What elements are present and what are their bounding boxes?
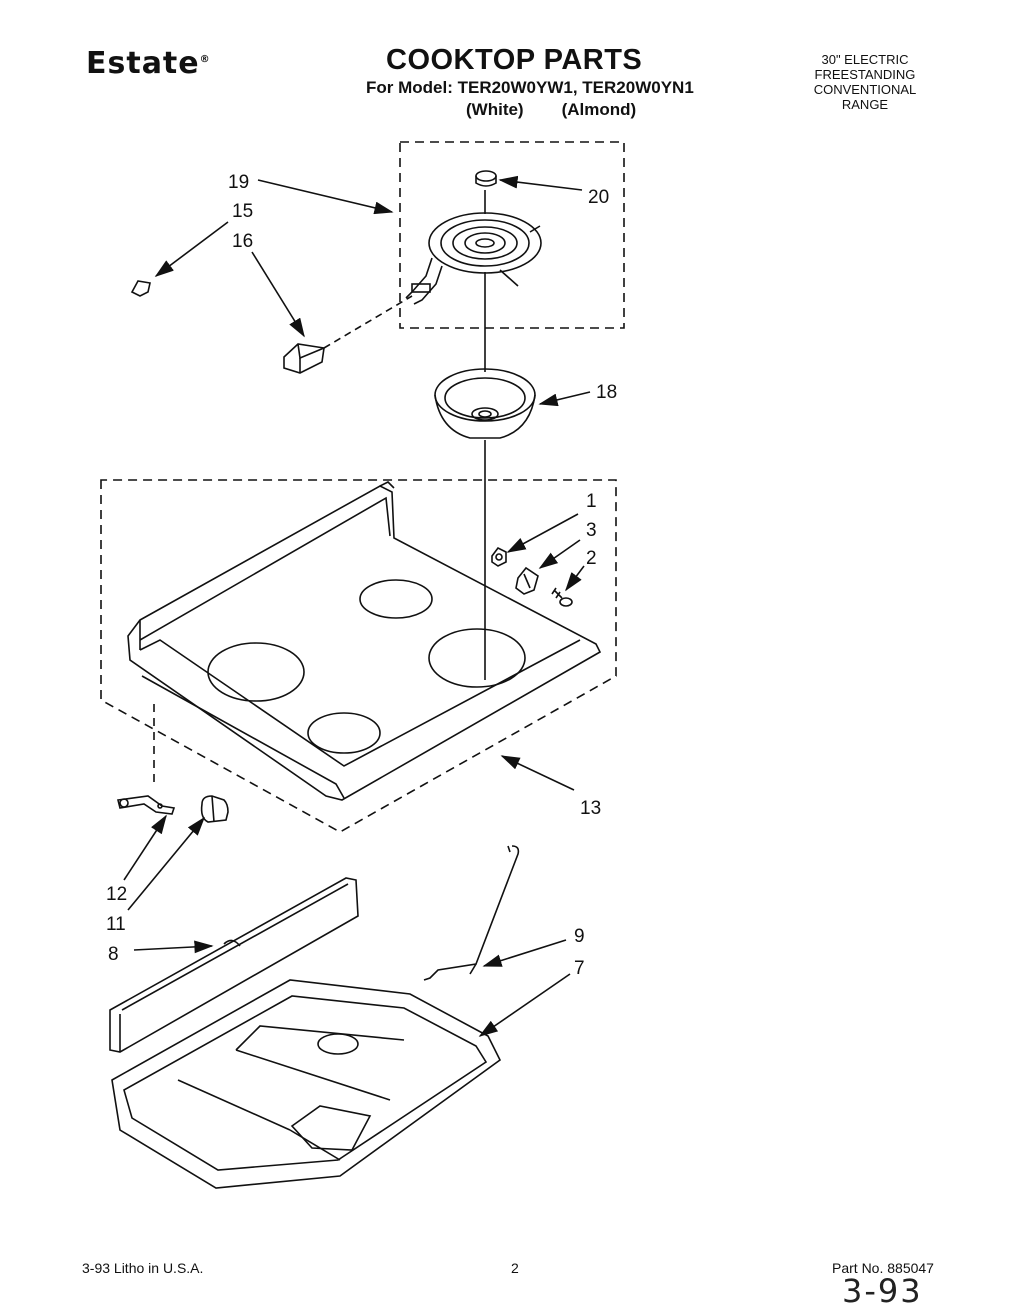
page-title: COOKTOP PARTS <box>386 44 643 76</box>
callout-1: 1 <box>586 491 597 512</box>
cooktop-group-boundary <box>100 479 617 833</box>
callout-15: 15 <box>232 201 253 222</box>
brand-logo: Estate® <box>86 46 211 81</box>
leader-11 <box>127 816 206 911</box>
part-1-shape <box>491 546 507 567</box>
callout-3: 3 <box>586 520 597 541</box>
leader-1 <box>506 513 579 553</box>
color-almond: (Almond) <box>561 100 637 119</box>
leader-13 <box>500 755 575 791</box>
callout-8: 8 <box>108 944 119 965</box>
part-16-shape <box>283 343 325 374</box>
callout-19: 19 <box>228 172 249 193</box>
description-line-2: FREESTANDING <box>814 67 916 82</box>
leader-16 <box>251 251 305 338</box>
leader-2 <box>565 565 585 592</box>
part-12-shape <box>117 795 176 815</box>
leader-20 <box>498 175 583 191</box>
callout-16: 16 <box>232 231 253 252</box>
part-13-shape <box>127 481 602 801</box>
handwritten-date: 3-93 <box>842 1272 923 1310</box>
part-3-shape <box>515 566 539 595</box>
brand-logo-text: Estate <box>86 46 200 81</box>
element-group-boundary <box>399 141 625 329</box>
model-colors: (White) (Almond) <box>466 100 674 120</box>
appliance-description: 30" ELECTRIC FREESTANDING CONVENTIONAL R… <box>780 52 950 112</box>
callout-12: 12 <box>106 884 127 905</box>
callout-13: 13 <box>580 798 601 819</box>
part-20-shape <box>475 170 497 187</box>
part-11-shape <box>200 795 229 823</box>
leader-15 <box>154 221 229 277</box>
element-wire-dashed <box>323 295 413 349</box>
page-number: 2 <box>511 1260 519 1276</box>
leader-12 <box>123 814 167 881</box>
leader-18 <box>538 391 591 407</box>
leader-3 <box>538 539 581 569</box>
leader-8 <box>133 940 214 954</box>
litho-note: 3-93 Litho in U.S.A. <box>82 1260 204 1276</box>
callout-18: 18 <box>596 382 617 403</box>
part-7-shape <box>111 979 502 1189</box>
description-line-4: RANGE <box>841 97 889 112</box>
callout-9: 9 <box>574 926 585 947</box>
part-number: Part No. 885047 <box>832 1260 934 1276</box>
part-9-shape <box>423 845 520 981</box>
model-numbers: For Model: TER20W0YW1, TER20W0YN1 <box>366 78 694 97</box>
leader-7 <box>478 973 571 1037</box>
part-2-shape <box>551 587 573 607</box>
leader-9 <box>482 939 567 967</box>
callout-20: 20 <box>588 187 609 208</box>
color-white: (White) <box>466 100 524 119</box>
leader-19 <box>257 179 394 215</box>
description-line-3: CONVENTIONAL <box>813 82 917 97</box>
callout-7: 7 <box>574 958 585 979</box>
callout-11: 11 <box>106 914 126 935</box>
part-15-shape <box>130 280 151 297</box>
part-8-shape <box>109 877 359 1053</box>
registered-mark: ® <box>199 54 211 65</box>
callout-2: 2 <box>586 548 597 569</box>
description-line-1: 30" ELECTRIC <box>821 52 909 67</box>
part-19-shape <box>405 212 542 305</box>
part-18-shape <box>434 368 536 439</box>
